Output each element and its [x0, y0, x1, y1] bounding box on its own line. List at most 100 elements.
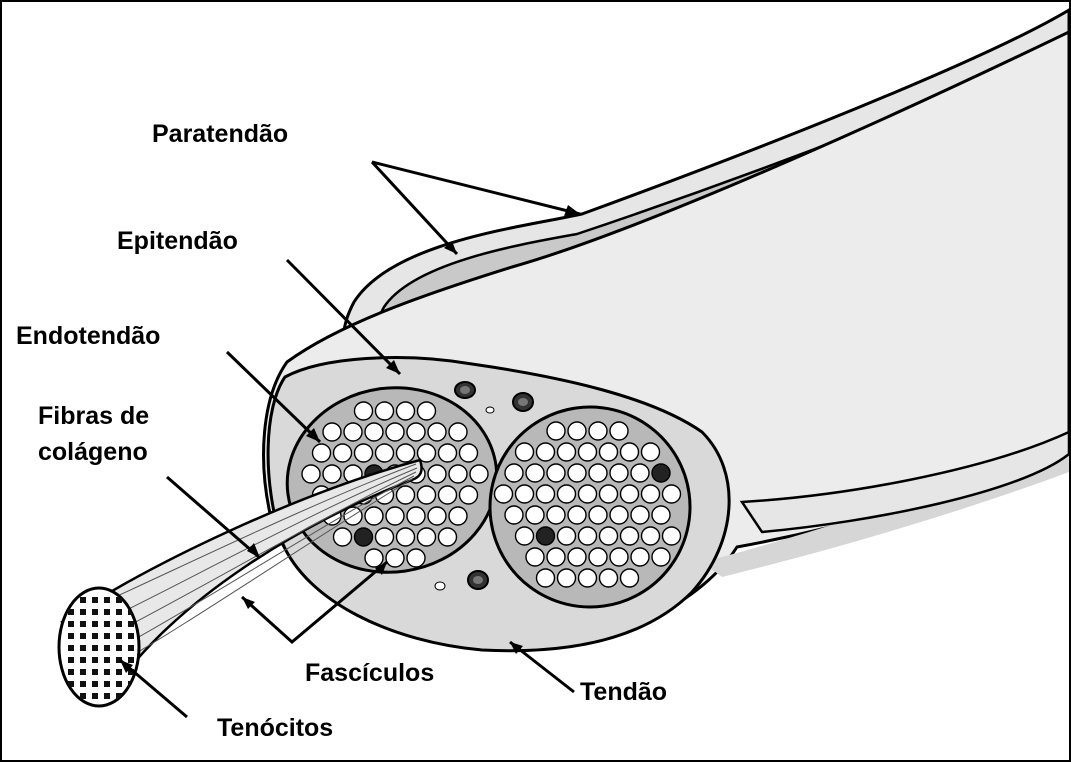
collagen-fiber: [642, 485, 660, 503]
collagen-fiber: [579, 485, 597, 503]
collagen-fiber: [631, 548, 649, 566]
collagen-fiber: [302, 465, 320, 483]
collagen-fiber: [439, 528, 457, 546]
collagen-fiber: [558, 485, 576, 503]
tenocyte-dot: [80, 645, 86, 651]
collagen-fiber: [589, 548, 607, 566]
label-endotendao: Endotendão: [16, 322, 160, 351]
collagen-fiber: [495, 485, 513, 503]
collagen-fiber: [397, 528, 415, 546]
collagen-fiber: [642, 527, 660, 545]
collagen-fiber: [579, 527, 597, 545]
tenocyte-cell: [652, 464, 670, 482]
tenocyte-dot: [128, 645, 134, 651]
collagen-fiber: [505, 506, 523, 524]
collagen-fiber: [610, 506, 628, 524]
collagen-fiber: [547, 422, 565, 440]
collagen-fiber: [568, 464, 586, 482]
tenocyte-dot: [116, 609, 122, 615]
collagen-fiber: [589, 506, 607, 524]
collagen-fiber: [428, 465, 446, 483]
tenocyte-dot: [140, 693, 146, 699]
collagen-fiber: [516, 485, 534, 503]
tenocyte-dot: [68, 633, 74, 639]
tenocyte-dot: [68, 609, 74, 615]
collagen-fiber: [365, 423, 383, 441]
collagen-fiber: [568, 422, 586, 440]
collagen-fiber: [470, 465, 488, 483]
collagen-fiber: [589, 464, 607, 482]
tenocyte-dot: [92, 681, 98, 687]
tenocyte-cell: [537, 527, 555, 545]
collagen-fiber: [397, 402, 415, 420]
collagen-fiber: [621, 527, 639, 545]
collagen-fiber: [663, 527, 681, 545]
collagen-fiber: [621, 443, 639, 461]
collagen-fiber: [516, 527, 534, 545]
collagen-fiber: [652, 548, 670, 566]
collagen-fiber: [621, 569, 639, 587]
collagen-fiber: [376, 402, 394, 420]
collagen-fiber: [418, 486, 436, 504]
collagen-fiber: [537, 443, 555, 461]
tenocyte-dot: [104, 621, 110, 627]
label-fibras-line1: Fibras de: [38, 402, 149, 431]
arrow-paratendao-a: [372, 162, 580, 214]
collagen-fiber: [418, 402, 436, 420]
tenocyte-dot: [80, 633, 86, 639]
tenocyte-dot: [128, 693, 134, 699]
tenocyte-dot: [116, 669, 122, 675]
collagen-fiber: [334, 444, 352, 462]
collagen-fiber: [449, 423, 467, 441]
collagen-fiber: [397, 444, 415, 462]
collagen-fiber: [600, 485, 618, 503]
tenocyte-dot: [140, 669, 146, 675]
collagen-fiber: [407, 549, 425, 567]
collagen-fiber: [568, 506, 586, 524]
tenocyte-dot: [116, 633, 122, 639]
collagen-fiber: [652, 506, 670, 524]
collagen-fiber: [365, 549, 383, 567]
label-tenocitos: Tenócitos: [217, 714, 333, 743]
collagen-fiber: [439, 486, 457, 504]
collagen-fiber: [558, 443, 576, 461]
collagen-fiber: [547, 506, 565, 524]
collagen-fiber: [526, 548, 544, 566]
tenocyte-dot: [128, 621, 134, 627]
collagen-fiber: [428, 423, 446, 441]
tenocyte-dot: [68, 621, 74, 627]
collagen-fiber: [323, 423, 341, 441]
tenocyte-dot: [68, 645, 74, 651]
tenocyte-dot: [104, 681, 110, 687]
tenocyte-dot: [92, 621, 98, 627]
tenocyte-dot: [92, 609, 98, 615]
collagen-fiber: [418, 528, 436, 546]
collagen-fiber: [663, 485, 681, 503]
collagen-fiber: [579, 569, 597, 587]
tenocyte-dot: [104, 645, 110, 651]
collagen-fiber: [334, 528, 352, 546]
collagen-fiber: [505, 464, 523, 482]
tenocyte-dot: [92, 633, 98, 639]
collagen-fiber: [365, 507, 383, 525]
tenocyte-dot: [92, 693, 98, 699]
collagen-fiber: [386, 549, 404, 567]
label-paratendao: Paratendão: [152, 120, 288, 149]
collagen-fiber: [376, 528, 394, 546]
collagen-fiber: [558, 569, 576, 587]
collagen-fiber: [568, 548, 586, 566]
tenocyte-dot: [104, 609, 110, 615]
tenocyte-dot: [80, 681, 86, 687]
tenocyte-cell: [355, 528, 373, 546]
tenocyte-dot: [116, 681, 122, 687]
collagen-fiber: [589, 422, 607, 440]
tenocyte-dot: [104, 693, 110, 699]
arrow-paratendao-b: [372, 162, 457, 254]
collagen-fiber: [579, 443, 597, 461]
tenocyte-dot: [92, 669, 98, 675]
collagen-fiber: [631, 464, 649, 482]
collagen-fiber: [428, 507, 446, 525]
collagen-fiber: [610, 464, 628, 482]
